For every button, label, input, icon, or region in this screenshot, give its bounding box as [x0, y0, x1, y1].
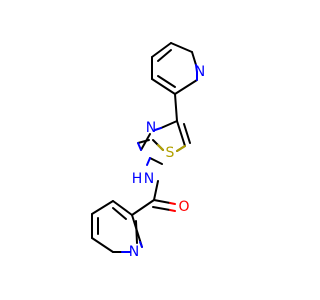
bond: [149, 157, 163, 165]
bond: [152, 206, 171, 211]
atom-n-thiazole: N: [146, 120, 156, 136]
bond: [157, 144, 164, 151]
bond: [169, 209, 176, 212]
bond: [154, 127, 162, 131]
molecule-drawing: N N S N H O N: [91, 42, 205, 260]
bond: [169, 202, 176, 205]
atom-h-amide: H: [132, 171, 143, 187]
bond: [160, 120, 178, 129]
bond: [151, 78, 176, 95]
bond: [153, 180, 159, 201]
bond: [140, 133, 151, 151]
bond: [131, 199, 155, 216]
structure-canvas: N N S N H O N: [91, 42, 205, 260]
atom-n-amide: N: [144, 171, 154, 187]
atom-n-pyridine-top: N: [195, 64, 205, 80]
bond: [174, 93, 178, 122]
bond: [112, 200, 133, 216]
bond: [183, 123, 191, 144]
bond: [170, 42, 193, 53]
bond: [153, 199, 171, 204]
atom-n-pyridine-bottom: N: [129, 244, 139, 260]
bond: [191, 51, 197, 66]
bond: [112, 207, 127, 220]
bond: [137, 142, 142, 151]
bond: [195, 64, 198, 73]
bond: [91, 237, 114, 253]
bond: [176, 145, 186, 152]
atom-o-carbonyl: O: [178, 199, 189, 215]
bond: [174, 79, 198, 95]
bond: [151, 42, 172, 58]
bond: [91, 200, 114, 215]
bond: [146, 157, 151, 166]
atom-s-thiazole: S: [166, 145, 175, 161]
colored-bond-segments: [121, 64, 198, 253]
bond: [139, 241, 143, 248]
bond: [176, 120, 186, 147]
bond: [157, 75, 176, 88]
bond: [157, 49, 172, 62]
bond: [135, 220, 138, 244]
